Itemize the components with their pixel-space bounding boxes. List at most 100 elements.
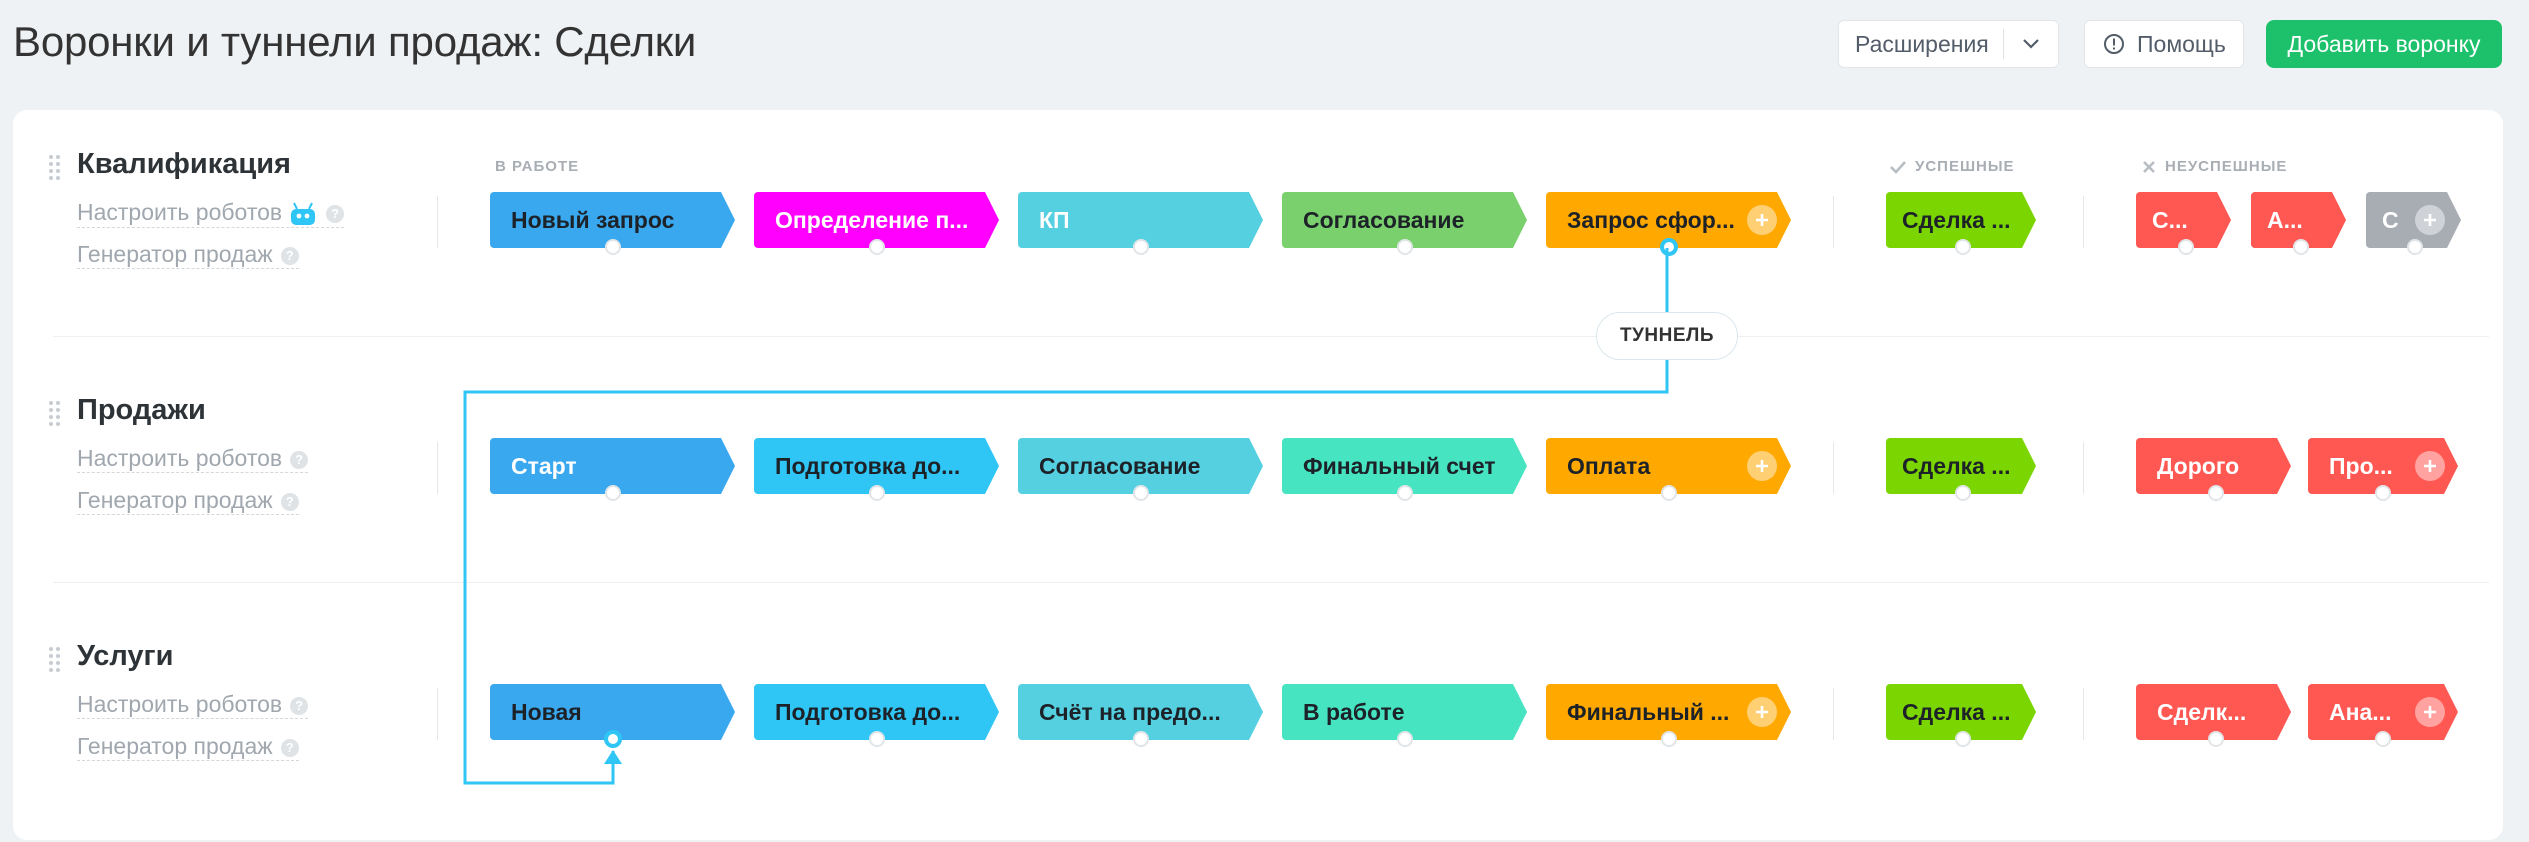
- group-label-success: УСПЕШНЫЕ: [1889, 158, 2015, 175]
- stage-connector-dot[interactable]: [1955, 485, 1971, 501]
- divider: [2083, 196, 2084, 248]
- stage-success-deal[interactable]: Сделка ...: [1886, 438, 2036, 494]
- funnel-title[interactable]: Продажи: [77, 394, 206, 426]
- robot-icon: [288, 201, 318, 227]
- funnel-sales: Продажи Настроить роботов? Генератор про…: [13, 356, 2503, 596]
- tunnel-badge[interactable]: ТУННЕЛЬ: [1596, 312, 1738, 360]
- stage-failure-2[interactable]: А...: [2251, 192, 2346, 248]
- stage-connector-dot[interactable]: [2375, 731, 2391, 747]
- stage-definition[interactable]: Определение п...: [754, 192, 999, 248]
- stage-new-request[interactable]: Новый запрос: [490, 192, 735, 248]
- divider: [437, 688, 438, 740]
- stage-connector-dot[interactable]: [1397, 485, 1413, 501]
- funnels-panel: В РАБОТЕ УСПЕШНЫЕ НЕУСПЕШНЫЕ Квалификаци…: [13, 110, 2503, 840]
- funnel-title[interactable]: Услуги: [77, 640, 174, 672]
- help-hint-icon[interactable]: ?: [280, 246, 299, 265]
- drag-handle-icon[interactable]: [49, 401, 63, 427]
- stage-connector-dot[interactable]: [1661, 731, 1677, 747]
- divider: [437, 196, 438, 248]
- sales-generator-link[interactable]: Генератор продаж?: [77, 240, 299, 269]
- stage-connector-dot[interactable]: [2208, 731, 2224, 747]
- stage-failure-3[interactable]: С: [2366, 192, 2461, 248]
- drag-handle-icon[interactable]: [49, 647, 63, 673]
- help-hint-icon[interactable]: ?: [326, 204, 345, 223]
- cross-icon: [2143, 160, 2155, 173]
- help-hint-icon[interactable]: ?: [290, 450, 309, 469]
- divider: [1833, 442, 1834, 494]
- stage-request-formed[interactable]: Запрос сфор...: [1546, 192, 1791, 248]
- divider: [1833, 688, 1834, 740]
- stage-connector-dot[interactable]: [1133, 731, 1149, 747]
- help-hint-icon[interactable]: ?: [290, 696, 309, 715]
- help-hint-icon[interactable]: ?: [280, 492, 299, 511]
- stage-connector-dot[interactable]: [2293, 239, 2309, 255]
- group-label-in-progress: В РАБОТЕ: [495, 158, 580, 175]
- divider: [1833, 196, 1834, 248]
- configure-robots-label: Настроить роботов: [77, 445, 283, 471]
- stage-connector-dot[interactable]: [869, 485, 885, 501]
- sales-generator-label: Генератор продаж: [77, 241, 273, 267]
- divider: [437, 442, 438, 494]
- divider: [2003, 29, 2005, 59]
- stage-connector-dot[interactable]: [2178, 239, 2194, 255]
- stage-success-deal[interactable]: Сделка ...: [1886, 684, 2036, 740]
- configure-robots-link[interactable]: Настроить роботов ?: [77, 198, 345, 228]
- stage-connector-dot[interactable]: [605, 485, 621, 501]
- stage-success-deal[interactable]: Сделка ...: [1886, 192, 2036, 248]
- stage-connector-dot[interactable]: [1661, 485, 1677, 501]
- stage-connector-dot[interactable]: [1133, 239, 1149, 255]
- stage-connector-dot[interactable]: [1955, 239, 1971, 255]
- help-hint-icon[interactable]: ?: [280, 738, 299, 757]
- check-icon: [1890, 160, 1906, 174]
- group-label-failure-text: НЕУСПЕШНЫЕ: [2165, 158, 2288, 175]
- extensions-dropdown[interactable]: Расширения: [1838, 20, 2059, 68]
- add-stage-plus-icon[interactable]: [1747, 205, 1777, 235]
- stage-connector-dot[interactable]: [1133, 485, 1149, 501]
- help-label: Помощь: [2137, 30, 2226, 57]
- configure-robots-link[interactable]: Настроить роботов?: [77, 444, 309, 473]
- stage-connector-dot[interactable]: [2375, 485, 2391, 501]
- stage-kp[interactable]: КП: [1018, 192, 1263, 248]
- add-stage-plus-icon[interactable]: [2415, 697, 2445, 727]
- help-button[interactable]: Помощь: [2084, 20, 2244, 68]
- drag-handle-icon[interactable]: [49, 155, 63, 181]
- extensions-label: Расширения: [1855, 30, 1989, 57]
- stage-connector-dot[interactable]: [869, 239, 885, 255]
- stage-connector-dot[interactable]: [1397, 731, 1413, 747]
- sales-generator-link[interactable]: Генератор продаж?: [77, 732, 299, 761]
- info-icon: [2103, 33, 2125, 55]
- stage-failure-1[interactable]: С...: [2136, 192, 2231, 248]
- stage-approval[interactable]: Согласование: [1282, 192, 1527, 248]
- stage-connector-dot[interactable]: [869, 731, 885, 747]
- add-stage-plus-icon[interactable]: [1747, 697, 1777, 727]
- configure-robots-link[interactable]: Настроить роботов?: [77, 690, 309, 719]
- group-label-failure: НЕУСПЕШНЫЕ: [2141, 158, 2287, 175]
- stage-connector-dot[interactable]: [1955, 731, 1971, 747]
- stage-failure-2[interactable]: Ана...: [2308, 684, 2458, 740]
- sales-generator-link[interactable]: Генератор продаж?: [77, 486, 299, 515]
- chevron-down-icon[interactable]: [2004, 38, 2058, 50]
- sales-generator-label: Генератор продаж: [77, 733, 273, 759]
- stage-connector-dot[interactable]: [2407, 239, 2423, 255]
- configure-robots-label: Настроить роботов: [77, 691, 283, 717]
- funnel-services: Услуги Настроить роботов? Генератор прод…: [13, 602, 2503, 842]
- stage-connector-dot[interactable]: [2208, 485, 2224, 501]
- stage-connector-dot[interactable]: [1397, 239, 1413, 255]
- divider: [2083, 688, 2084, 740]
- group-label-success-text: УСПЕШНЫЕ: [1915, 158, 2015, 175]
- page-title: Воронки и туннели продаж: Сделки: [13, 18, 697, 65]
- funnel-title[interactable]: Квалификация: [77, 148, 291, 180]
- stage-failure-1[interactable]: Сделк...: [2136, 684, 2291, 740]
- stage-failure-expensive[interactable]: Дорого: [2136, 438, 2291, 494]
- divider: [2083, 442, 2084, 494]
- add-stage-plus-icon[interactable]: [2415, 205, 2445, 235]
- tunnel-start-dot[interactable]: [1660, 238, 1678, 256]
- tunnel-end-dot[interactable]: [604, 730, 622, 748]
- sales-generator-label: Генератор продаж: [77, 487, 273, 513]
- add-stage-plus-icon[interactable]: [2415, 451, 2445, 481]
- configure-robots-label: Настроить роботов: [77, 199, 283, 225]
- funnel-qualification: Квалификация Настроить роботов ? Генерат…: [13, 110, 2503, 350]
- stage-connector-dot[interactable]: [605, 239, 621, 255]
- add-funnel-button[interactable]: Добавить воронку: [2266, 20, 2502, 68]
- add-stage-plus-icon[interactable]: [1747, 451, 1777, 481]
